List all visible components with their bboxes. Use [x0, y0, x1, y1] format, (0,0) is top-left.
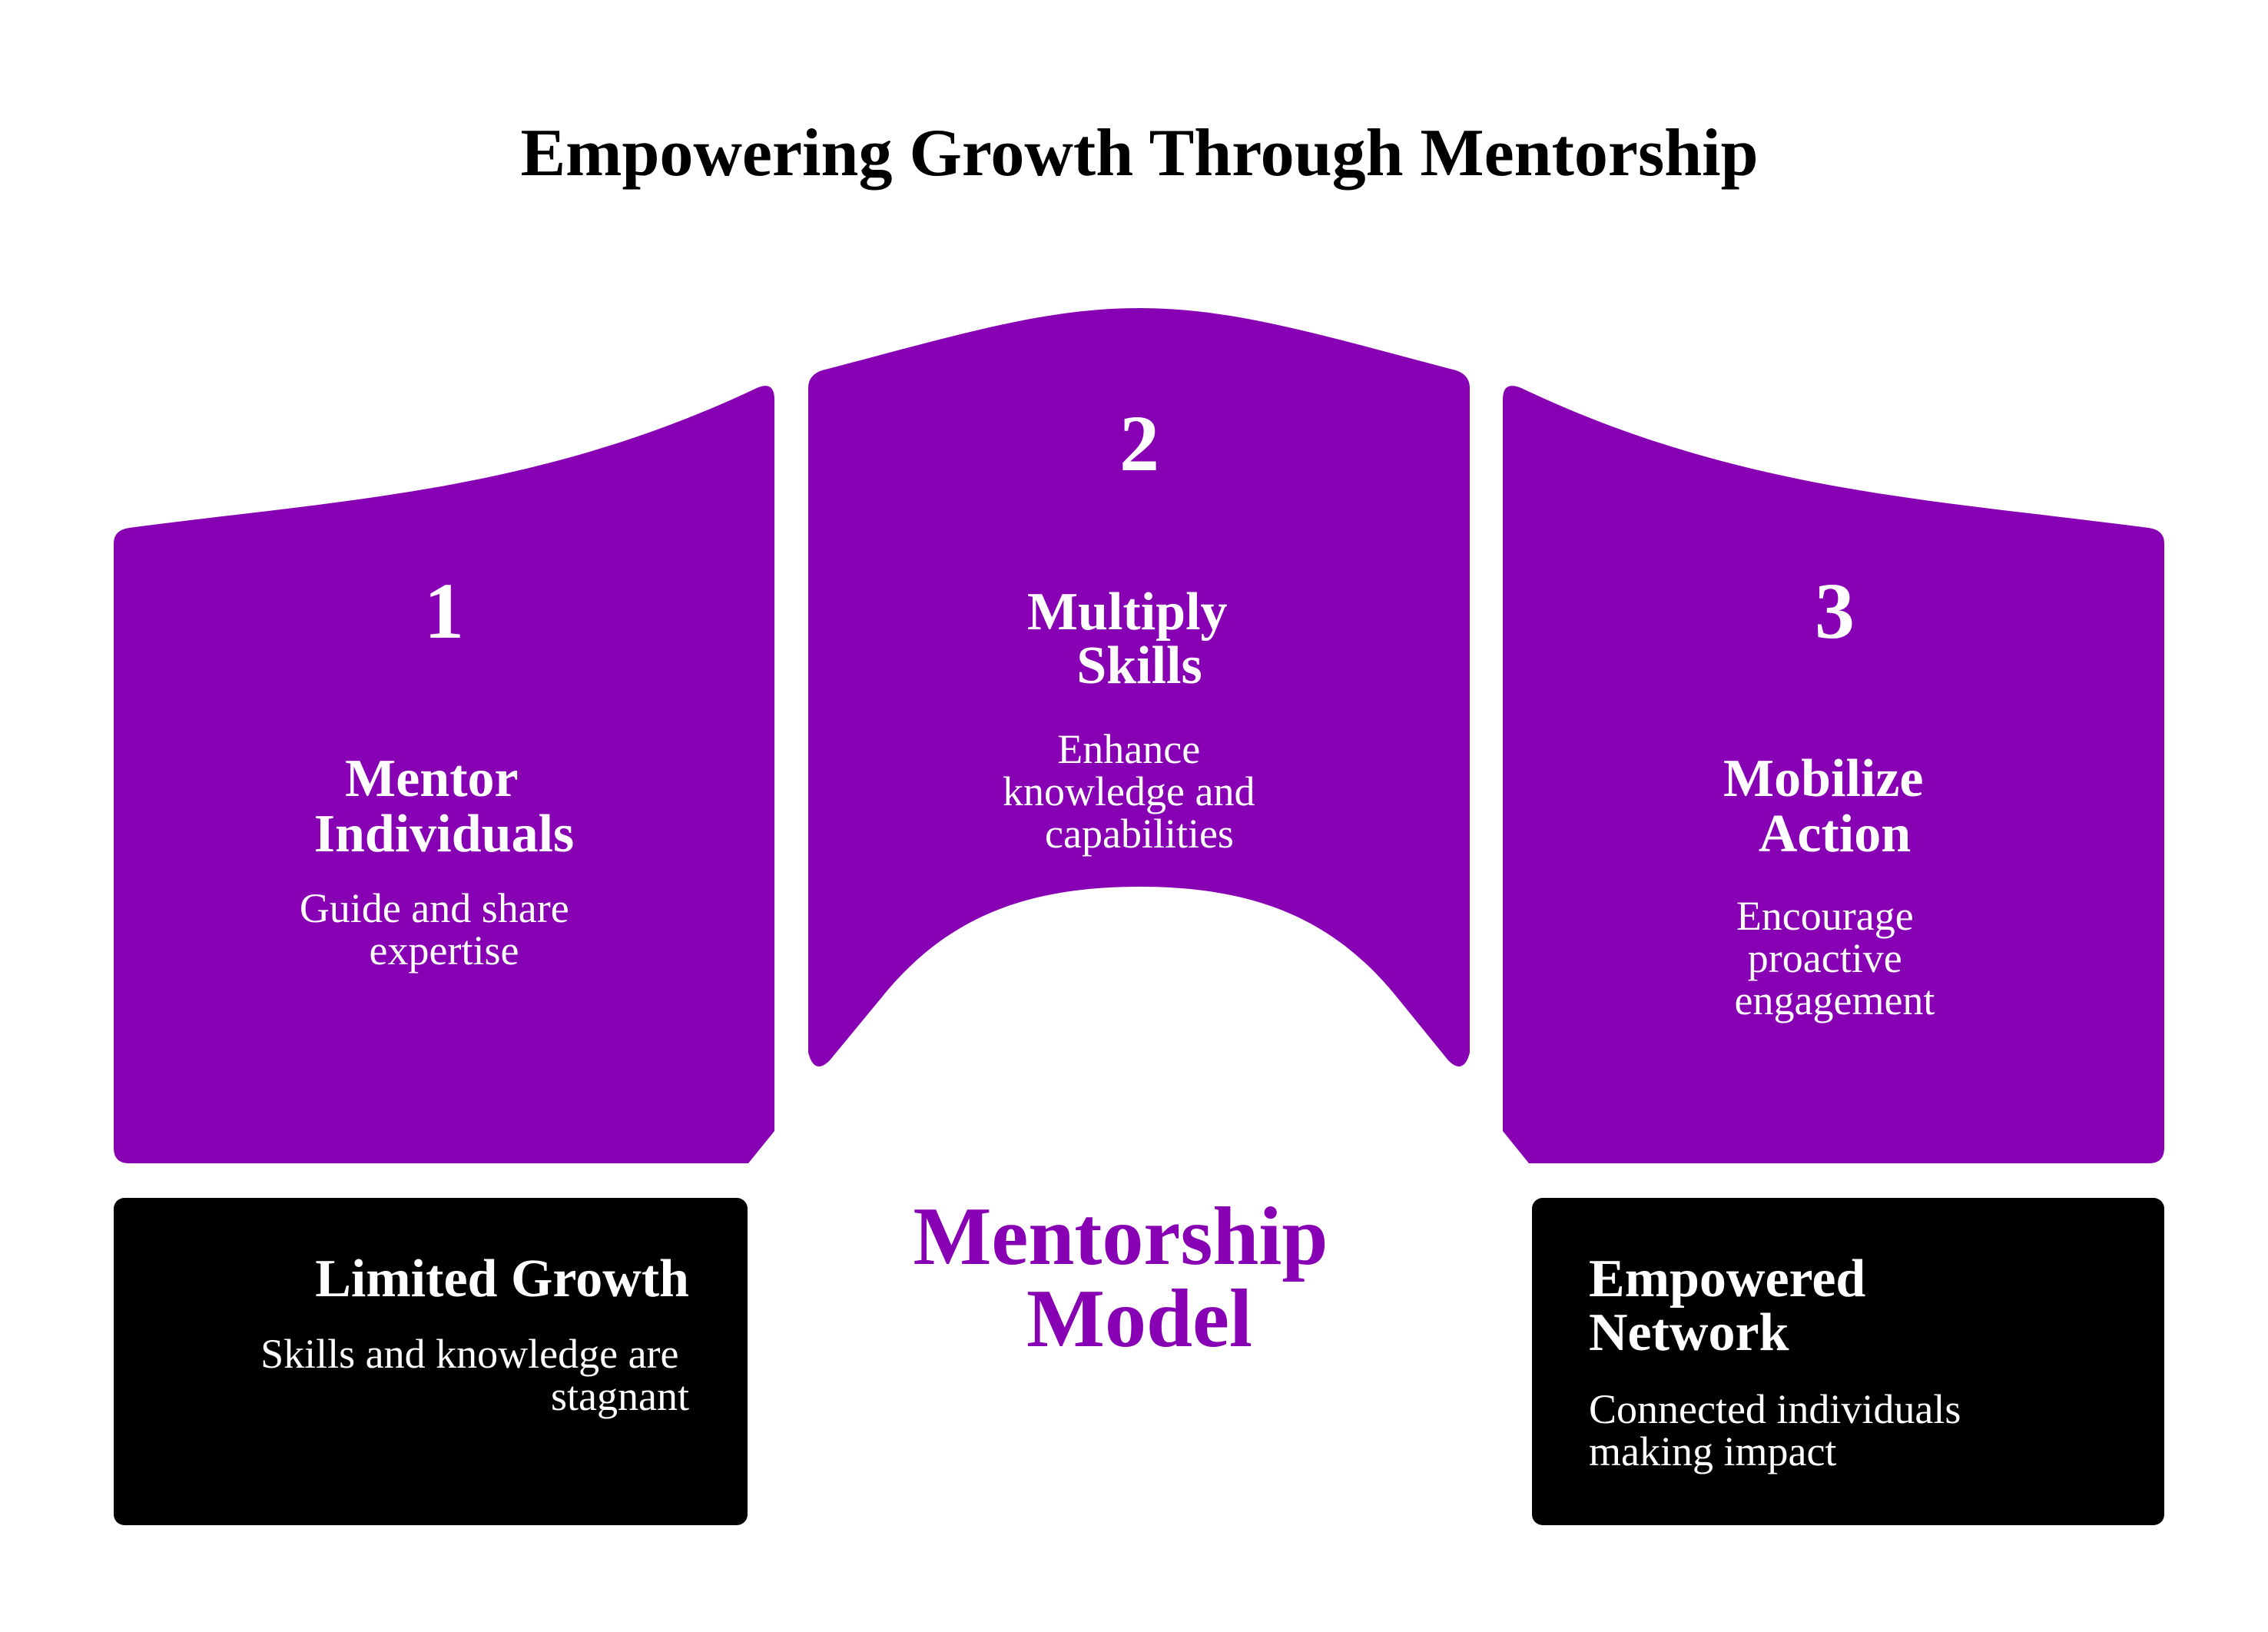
step-3-number: 3 [1815, 567, 1855, 655]
center-label: Mentorship Model [914, 1191, 1349, 1365]
step-2-description: Enhance knowledge and capabilities [1003, 726, 1265, 857]
before-box [114, 1198, 748, 1525]
step-1-number: 1 [424, 567, 464, 655]
step-3-description: Encourage proactive engagement [1735, 893, 1935, 1023]
diagram-title: Empowering Growth Through Mentorship [520, 116, 1758, 191]
step-2-title: Multiply Skills [1027, 582, 1241, 695]
step-1-panel [114, 386, 774, 1164]
before-title: Limited Growth [315, 1249, 689, 1309]
step-3-panel [1503, 386, 2164, 1164]
step-2-panel [808, 308, 1470, 1066]
before-description: Skills and knowledge are stagnant [260, 1331, 689, 1419]
step-1-description: Guide and share expertise [300, 885, 579, 974]
step-2-number: 2 [1119, 400, 1159, 488]
step-3-title: Mobilize Action [1723, 749, 1937, 864]
step-1-title: Mentor Individuals [314, 749, 575, 864]
after-description: Connected individuals making impact [1589, 1386, 1971, 1474]
after-box [1532, 1198, 2164, 1525]
after-title: Empowered Network [1589, 1249, 1879, 1362]
